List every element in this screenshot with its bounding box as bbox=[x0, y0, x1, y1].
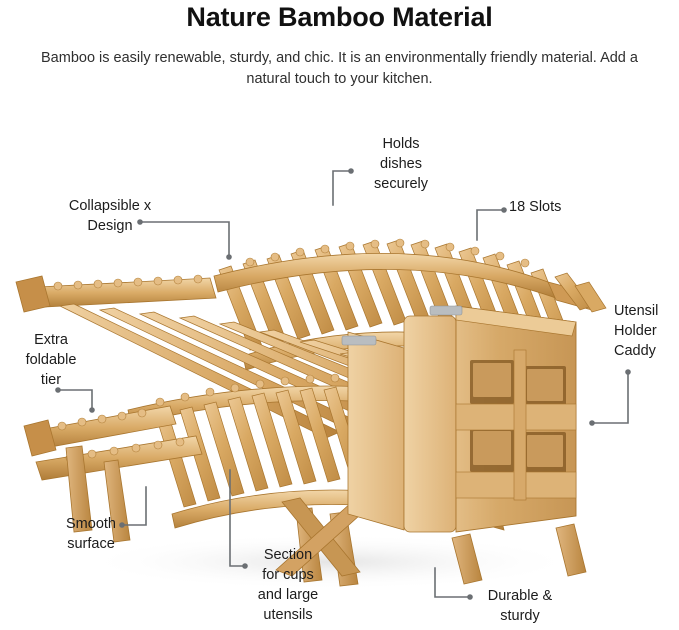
callout-18-slots: 18 Slots bbox=[509, 199, 562, 215]
callout-utensil-holder-caddy: Utensil Holder Caddy bbox=[614, 303, 659, 359]
product-image bbox=[0, 110, 679, 630]
caddy-divider bbox=[513, 349, 527, 501]
callout-durable-and-sturdy: Durable & sturdy bbox=[487, 588, 553, 624]
legs bbox=[65, 445, 587, 587]
upper-slat-tails bbox=[554, 272, 607, 313]
callout-collapsible-x-design: Collapsible x Design bbox=[68, 198, 152, 234]
callout-section-for-cups: Section for cups and large utensils bbox=[257, 547, 319, 623]
metal-brackets bbox=[341, 305, 463, 346]
page-title: Nature Bamboo Material bbox=[186, 2, 493, 32]
callout-extra-foldable-tier: Extra foldable tier bbox=[25, 332, 77, 388]
page-subtitle: Bamboo is easily renewable, sturdy, and … bbox=[41, 50, 638, 87]
upper-rail-comb bbox=[245, 238, 530, 268]
callout-smooth-surface: Smooth surface bbox=[66, 516, 116, 552]
callout-holds-dishes-securely: Holds dishes securely bbox=[374, 136, 428, 192]
utensil-holder-caddy bbox=[341, 305, 577, 533]
leg-far-right bbox=[555, 523, 587, 577]
leg-left-front bbox=[65, 445, 93, 533]
left-upper-wing bbox=[15, 274, 217, 313]
caddy-opening-inners bbox=[473, 363, 563, 467]
caddy-top-rim bbox=[455, 305, 577, 337]
